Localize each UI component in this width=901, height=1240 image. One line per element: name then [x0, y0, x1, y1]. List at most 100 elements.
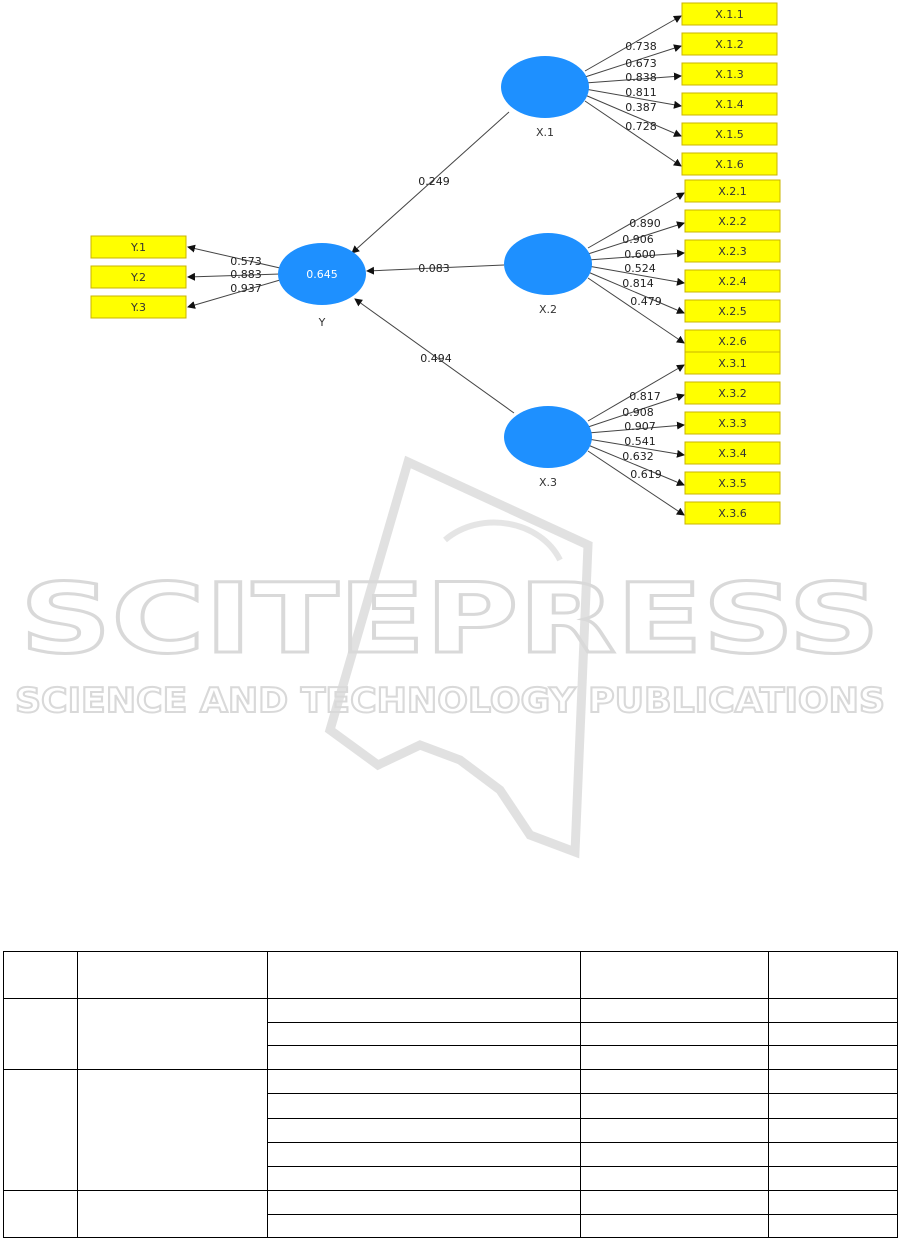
indicator-label: X.3.4: [718, 447, 747, 460]
loading-arrow: [587, 393, 685, 428]
loading-arrow: [587, 271, 685, 314]
loading-value: 0.811: [625, 86, 657, 99]
table-row: [3, 1069, 898, 1191]
indicator-label: X.2.3: [718, 245, 747, 258]
loading-arrow: [587, 421, 685, 434]
indicator-box: [90, 235, 187, 259]
path-arrow-x1-y: [351, 111, 510, 254]
indicator-box: [684, 299, 781, 323]
indicator-box: [684, 209, 781, 233]
loading-arrow: [587, 450, 685, 516]
indicator-box: [681, 122, 778, 146]
latent-label: X.2: [539, 303, 557, 316]
indicator-label: X.2.1: [718, 185, 747, 198]
r-squared-value: 0.645: [306, 268, 338, 281]
indicator-box: [681, 92, 778, 116]
table-header-row: [3, 950, 898, 1000]
table-row: [3, 1189, 898, 1239]
indicator-label: Y.3: [130, 301, 146, 314]
indicator-box: [684, 269, 781, 293]
latent-variable-x3: [504, 406, 592, 468]
indicator-label: X.3.1: [718, 357, 747, 370]
indicator-box: [684, 351, 781, 375]
loading-arrow: [187, 272, 281, 281]
indicator-box: [90, 295, 187, 319]
loading-arrow: [587, 444, 685, 486]
indicator-box: [684, 501, 781, 525]
loading-arrow: [187, 244, 281, 269]
loading-value: 0.883: [230, 268, 262, 281]
loading-value: 0.524: [624, 262, 656, 275]
loading-value: 0.573: [230, 255, 262, 268]
loading-value: 0.728: [625, 120, 657, 133]
loading-arrow: [584, 44, 682, 78]
latent-variable-y: [278, 243, 366, 305]
indicator-box: [681, 62, 778, 86]
indicator-box: [684, 411, 781, 435]
latent-variable-x2: [504, 233, 592, 295]
table-row: [3, 998, 898, 1071]
indicator-label: X.1.4: [715, 98, 744, 111]
indicator-label: X.1.3: [715, 68, 744, 81]
path-coefficient: 0.494: [420, 352, 452, 365]
latent-variable-x1: [501, 56, 589, 118]
loading-arrow: [587, 265, 685, 286]
indicator-box: [684, 471, 781, 495]
loading-value: 0.738: [625, 40, 657, 53]
indicator-label: X.3.3: [718, 417, 747, 430]
loading-value: 0.632: [622, 450, 654, 463]
results-table: [3, 950, 898, 1239]
path-coefficient: 0.249: [418, 175, 450, 188]
loading-arrow: [587, 192, 685, 249]
loading-arrow: [584, 94, 682, 137]
loading-arrow: [187, 279, 281, 309]
loading-arrow: [587, 277, 685, 344]
latent-label: X.1: [536, 126, 554, 139]
indicator-label: X.3.5: [718, 477, 747, 490]
indicator-box: [684, 239, 781, 263]
table-row: [4, 1141, 898, 1167]
indicator-label: X.3.6: [718, 507, 747, 520]
indicator-label: X.3.2: [718, 387, 747, 400]
loading-arrow: [584, 15, 682, 72]
indicator-box: [684, 441, 781, 465]
loading-arrow: [584, 88, 682, 109]
loading-arrow: [587, 249, 685, 261]
indicator-label: X.2.4: [718, 275, 747, 288]
loading-value: 0.908: [622, 406, 654, 419]
loading-arrow: [584, 100, 682, 167]
indicator-box: [681, 2, 778, 26]
loading-value: 0.673: [625, 57, 657, 70]
loading-value: 0.619: [630, 468, 662, 481]
loading-value: 0.838: [625, 71, 657, 84]
indicator-box: [684, 179, 781, 203]
indicator-box: [681, 32, 778, 56]
path-coefficient: 0.083: [418, 262, 450, 275]
path-arrow-x3-y: [354, 298, 515, 414]
loading-arrow: [587, 438, 685, 458]
loading-value: 0.541: [624, 435, 656, 448]
loading-value: 0.387: [625, 101, 657, 114]
path-arrow-x2-y: [366, 264, 505, 275]
loading-arrow: [584, 72, 682, 84]
latent-label: Y: [318, 316, 326, 329]
loading-arrow: [587, 364, 685, 422]
table-row: [4, 1213, 898, 1239]
indicator-label: X.2.6: [718, 335, 747, 348]
latent-label: X.3: [539, 476, 557, 489]
indicator-label: X.2.2: [718, 215, 747, 228]
indicator-box: [90, 265, 187, 289]
loading-value: 0.890: [629, 217, 661, 230]
loading-value: 0.479: [630, 295, 662, 308]
loading-value: 0.906: [622, 233, 654, 246]
loading-value: 0.814: [622, 277, 654, 290]
loading-value: 0.817: [629, 390, 661, 403]
indicator-label: X.1.2: [715, 38, 744, 51]
loading-value: 0.937: [230, 282, 262, 295]
indicator-box: [684, 381, 781, 405]
indicator-label: Y.2: [130, 271, 146, 284]
loading-value: 0.907: [624, 420, 656, 433]
table-row: [4, 1022, 898, 1047]
indicator-label: X.1.1: [715, 8, 744, 21]
